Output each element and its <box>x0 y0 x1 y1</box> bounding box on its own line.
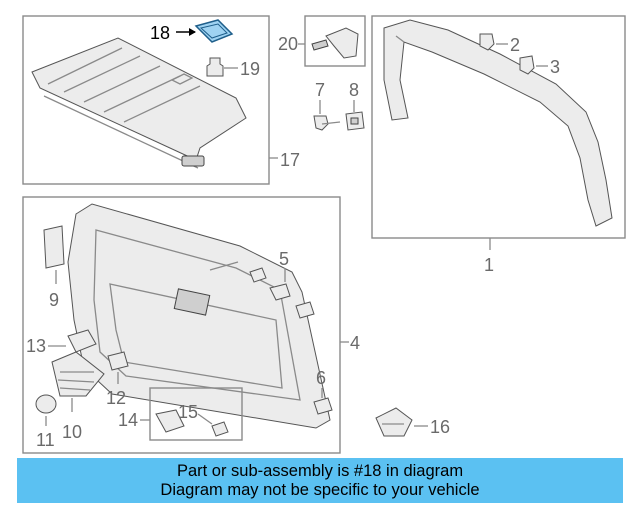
lamp-13 <box>67 329 97 353</box>
callout-5: 5 <box>279 249 289 269</box>
banner-line-1: Part or sub-assembly is #18 in diagram <box>176 461 464 480</box>
liftgate-trim-box <box>22 196 341 454</box>
clip-6 <box>313 397 333 415</box>
banner-line-2: Diagram may not be specific to your vehi… <box>160 480 480 499</box>
clip-19 <box>206 57 224 77</box>
callout-11: 11 <box>36 430 55 450</box>
callout-10: 10 <box>62 422 82 442</box>
cargo-cover-box <box>22 15 270 185</box>
cargo-cover-illustration <box>31 37 247 169</box>
lamp-14 <box>155 409 185 433</box>
callout-6: 6 <box>316 368 326 388</box>
callout-16: 16 <box>430 417 450 437</box>
callout-17: 17 <box>280 150 300 170</box>
callout-15: 15 <box>178 402 198 422</box>
clip-5 <box>249 267 315 319</box>
bracket-20-box <box>304 15 366 67</box>
bolt-7 <box>313 115 341 131</box>
part-18-mat[interactable] <box>194 19 234 43</box>
callout-8: 8 <box>349 80 359 100</box>
grille-10 <box>51 351 105 397</box>
callout-19: 19 <box>240 59 260 79</box>
callout-3: 3 <box>550 57 560 77</box>
cover-12 <box>107 351 129 371</box>
callout-2: 2 <box>510 35 520 55</box>
trim-frame-1 <box>383 19 613 227</box>
bulb-15 <box>211 421 229 437</box>
callout-20: 20 <box>278 34 298 54</box>
callout-1: 1 <box>484 255 494 275</box>
callout-7: 7 <box>315 80 325 100</box>
cap-11 <box>35 394 57 414</box>
clip-2 <box>479 33 495 51</box>
lamp-14-box <box>149 387 243 441</box>
callout-18: 18 <box>150 23 170 43</box>
bracket-20 <box>311 27 359 59</box>
callout-4: 4 <box>350 333 360 353</box>
clip-8 <box>345 111 365 131</box>
callout-14: 14 <box>118 410 138 430</box>
clip-3 <box>519 55 535 75</box>
trim-frame-box <box>371 15 626 239</box>
lamp-16 <box>375 407 413 437</box>
callout-12: 12 <box>106 388 126 408</box>
cover-9 <box>43 225 65 269</box>
callout-9: 9 <box>49 290 59 310</box>
callout-13: 13 <box>26 336 46 356</box>
info-banner: Part or sub-assembly is #18 in diagram D… <box>17 458 623 503</box>
